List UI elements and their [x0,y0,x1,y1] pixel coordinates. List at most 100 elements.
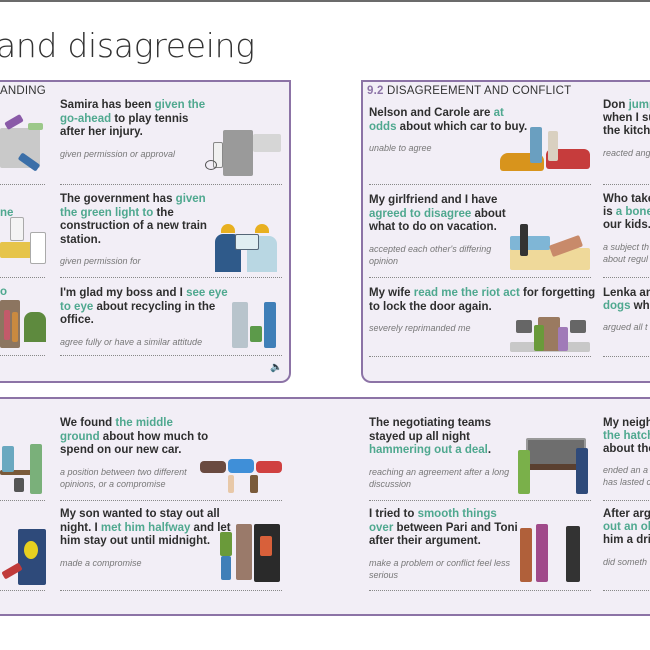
idiom-entry: I'm glad my boss and I see eye to eye ab… [60,287,235,348]
speaker-icon[interactable]: 🔈 [270,362,283,373]
partial-phrase: ne [0,207,14,219]
partial-sentence: the kitche [603,125,650,137]
example-sentence: The government has given the green light… [60,193,220,247]
idiom-definition: make a problem or conflict feel less ser… [369,557,511,580]
sentence-text: My girlfriend and I have [369,194,498,206]
sentence-text: about recycling in the office. [60,300,216,327]
illustration-people-door [0,300,48,352]
illustration-poster [0,527,48,587]
divider [60,184,282,185]
partial-sentence: is a bone [603,206,650,220]
text: whe [633,300,650,312]
divider [0,184,45,185]
panel-disagreement [361,80,650,383]
example-sentence: I'm glad my boss and I see eye to eye ab… [60,287,235,328]
partial-phrase: the hatch [603,430,650,442]
partial-definition: has lasted c [603,477,650,487]
divider [0,500,45,501]
partial-sentence: our kids. [603,219,650,231]
divider [60,590,282,591]
divider [603,500,650,501]
example-sentence: Nelson and Carole are at odds about whic… [369,107,529,134]
example-sentence: My son wanted to stay out all night. I m… [60,508,245,549]
divider [369,590,591,591]
sentence-text: My wife [369,287,414,299]
sentence-text: I'm glad my boss and I [60,287,187,299]
section-number: 9.2 [367,85,384,97]
illustration-three-cars [200,455,282,497]
sentence-text: We found [60,417,116,429]
partial-definition: did someth [603,557,648,567]
idiom-phrase: agreed to disagree [369,207,472,220]
idiom-entry: The government has given the green light… [60,193,220,267]
partial-sentence: about the [603,443,650,455]
sentence-text: Samira has been [60,99,155,111]
idiom-entry: The negotiating teams stayed up all nigh… [369,417,529,490]
sentence-text: The negotiating teams stayed up all nigh… [369,417,492,443]
highlight-text: jump [628,99,650,111]
example-sentence: I tried to smooth things over between Pa… [369,508,519,549]
illustration-hands-plan [0,114,45,178]
example-sentence: My wife read me the riot act for forgett… [369,287,604,314]
idiom-entry: Samira has been given the go-ahead to pl… [60,99,210,160]
idiom-definition: given permission or approval [60,148,176,159]
illustration-chefs [0,212,48,270]
example-sentence: Samira has been given the go-ahead to pl… [60,99,210,140]
partial-sentence: Lenka an [603,287,650,299]
partial-sentence: Who take [603,193,650,205]
idiom-definition: unable to agree [369,143,432,153]
sentence-text: I tried to [369,508,418,520]
illustration-beach [510,222,590,272]
text: Don [603,99,629,111]
idiom-phrase: see eye to eye [60,287,228,313]
idiom-definition: given permission for [60,256,141,266]
idiom-phrase: smooth things over [369,508,497,534]
partial-definition: argued all t [603,322,648,332]
divider [603,356,650,357]
example-sentence: We found the middle ground about how muc… [60,417,210,458]
sentence-text: My son wanted to stay out all night. I [60,508,220,534]
partial-sentence: dogs whe [603,300,650,314]
divider [369,500,591,501]
illustration-handshake [0,440,48,496]
partial-sentence: After argu [603,508,650,520]
divider [60,277,282,278]
divider [60,500,282,501]
divider [369,184,591,185]
idiom-definition: made a compromise [60,557,142,568]
partial-sentence: when I su [603,112,650,124]
divider [603,277,650,278]
panel-left-header: ANDING [0,85,46,97]
illustration-negotiation [518,438,590,496]
illustration-son-door [218,522,282,584]
sentence-text: The government has [60,193,176,205]
divider [603,590,650,591]
idiom-definition: reaching an agreement after a long discu… [369,466,510,489]
sentence-text: about what to do on vacation. [369,207,506,234]
idiom-definition: severely reprimanded me [369,323,471,333]
sentence-text: between Pari and Toni after their argume… [369,521,518,548]
sentence-text: to play tennis after her injury. [60,112,189,139]
divider [0,590,45,591]
idiom-phrase: given the go-ahead [60,99,206,125]
sentence-text: and let him stay out until midnight. [60,521,231,548]
partial-sentence: My neigh [603,417,650,429]
idiom-definition: accepted each other's differing opinion [369,243,492,266]
partial-phrase: out an ol [603,521,650,533]
partial-definition: a subject th [603,242,650,252]
idiom-definition: agree fully or have a similar attitude [60,336,203,347]
sentence-text: . [487,444,492,456]
section-header: 9.2 DISAGREEMENT AND CONFLICT [367,85,571,97]
sentence-text: for forgetting to lock the door again. [369,287,596,313]
highlight-text: a bone [615,206,650,218]
illustration-tennis-player [205,128,283,178]
text: is [603,206,616,218]
section-title: DISAGREEMENT AND CONFLICT [387,85,572,97]
illustration-recycling [230,292,282,352]
illustration-couple-door [510,317,590,353]
illustration-three-people [518,522,590,586]
illustration-couple-cars [500,125,590,179]
idiom-phrase: given the green light to [60,193,206,219]
idiom-phrase: met him halfway [100,521,191,534]
idiom-entry: My girlfriend and I have agreed to disag… [369,194,534,267]
